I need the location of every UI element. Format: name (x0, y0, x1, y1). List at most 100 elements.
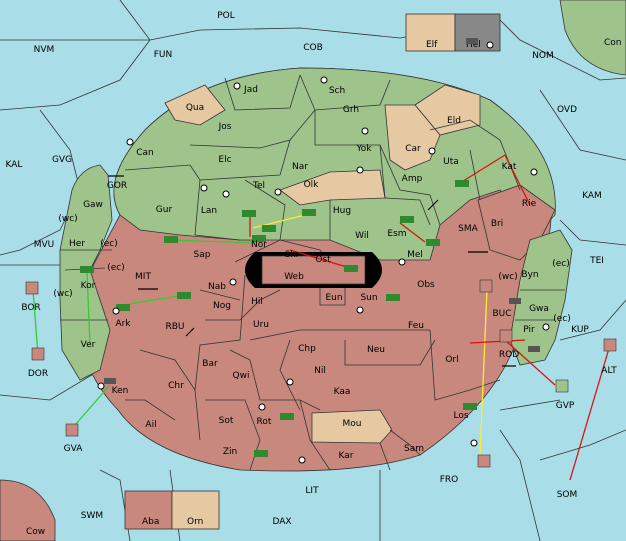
province-label[interactable]: Los (453, 411, 468, 421)
province-label[interactable]: Mel (407, 250, 423, 260)
province-label[interactable]: Orl (445, 355, 458, 365)
province-label[interactable]: Wil (355, 231, 369, 241)
province-label[interactable]: Kar (339, 451, 354, 461)
province-label[interactable]: Nog (213, 301, 231, 311)
province-label[interactable]: Kor (81, 281, 96, 291)
province-label[interactable]: Elc (218, 155, 231, 165)
sea-region-label[interactable]: BOR (21, 303, 40, 313)
sea-region-label[interactable]: MIT (135, 272, 151, 282)
province-label[interactable]: Her (69, 239, 85, 249)
province-label[interactable]: Ken (112, 386, 129, 396)
province-label[interactable]: Rot (257, 417, 272, 427)
province-label[interactable]: Web (284, 272, 304, 282)
province-label[interactable]: (ec) (552, 259, 570, 269)
province-label[interactable]: Neu (367, 345, 385, 355)
province-label[interactable]: Zin (223, 447, 237, 457)
sea-region-label[interactable]: KUP (571, 325, 589, 335)
province-label[interactable]: Sch (329, 86, 345, 96)
sea-region-label[interactable]: LIT (305, 486, 319, 496)
province-label[interactable]: Gur (156, 205, 173, 215)
province-label[interactable]: Nil (314, 366, 326, 376)
sea-region-label[interactable]: ALT (601, 366, 617, 376)
sea-region-label[interactable]: KAM (582, 191, 602, 201)
province-label[interactable]: Nor (251, 240, 267, 250)
sea-region-label[interactable]: POL (217, 11, 235, 21)
sea-region-label[interactable]: GVG (52, 155, 72, 165)
province-label[interactable]: Pir (523, 325, 535, 335)
sea-region-label[interactable]: GOR (107, 181, 127, 191)
province-label[interactable]: Sam (404, 444, 424, 454)
sea-region-label[interactable]: RBU (165, 322, 184, 332)
province-label[interactable]: Bri (491, 219, 503, 229)
sea-region-label[interactable]: SWM (81, 511, 103, 521)
province-label[interactable]: (ec) (100, 239, 118, 249)
province-label[interactable]: Jos (218, 122, 232, 132)
sea-region-label[interactable]: DOR (28, 369, 48, 379)
province-label[interactable]: Kaa (334, 387, 351, 397)
province-label[interactable]: Yok (355, 144, 372, 154)
sea-region-label[interactable]: BUC (492, 309, 511, 319)
province-label[interactable]: (ec) (107, 263, 125, 273)
province-label[interactable]: (ec) (553, 314, 571, 324)
province-label[interactable]: Eun (325, 293, 342, 303)
province-label[interactable]: Grh (343, 105, 359, 115)
province-label[interactable]: (wc) (53, 289, 72, 299)
province-label[interactable]: Can (136, 148, 154, 158)
province-label[interactable]: Feu (408, 321, 424, 331)
sea-region-label[interactable]: TEI (589, 256, 604, 266)
province-label[interactable]: Mou (343, 419, 362, 429)
sea-region-label[interactable]: MVU (34, 240, 55, 250)
province-label[interactable]: Tel (252, 181, 265, 191)
province-label[interactable]: Gwa (529, 304, 549, 314)
province-label[interactable]: Nab (208, 282, 226, 292)
province-label[interactable]: Sap (194, 250, 211, 260)
province-label[interactable]: Hil (251, 297, 263, 307)
province-label[interactable]: Sun (360, 293, 377, 303)
province-label[interactable]: Gaw (83, 200, 103, 210)
province-label[interactable]: Qwi (233, 371, 250, 381)
province-label[interactable]: Nar (292, 162, 308, 172)
province-label[interactable]: Chr (168, 381, 184, 391)
province-label[interactable]: Uru (253, 320, 269, 330)
province-label[interactable]: Skr (285, 250, 300, 260)
province-label[interactable]: Ail (145, 420, 156, 430)
sea-region-label[interactable]: KAL (6, 160, 23, 170)
province-label[interactable]: Lan (201, 206, 217, 216)
province-label[interactable]: Ost (315, 255, 331, 265)
province-label[interactable]: Jad (243, 85, 258, 95)
province-label[interactable]: Esm (387, 229, 406, 239)
sea-region-label[interactable]: SMA (458, 224, 478, 234)
province-label[interactable]: Byn (521, 270, 538, 280)
fleet-unit (104, 378, 116, 384)
sea-region-label[interactable]: ROD (499, 350, 519, 360)
sea-region-label[interactable]: GVP (556, 401, 575, 411)
province-label[interactable]: Sot (219, 416, 234, 426)
province-label[interactable]: Amp (402, 174, 423, 184)
province-label[interactable]: Rie (522, 199, 537, 209)
province-label[interactable]: Bar (202, 359, 218, 369)
sea-region-label[interactable]: NVM (34, 45, 55, 55)
province-label[interactable]: Obs (417, 280, 435, 290)
province-label[interactable]: Ver (81, 340, 96, 350)
sea-region-label[interactable]: COB (303, 43, 323, 53)
province-label[interactable]: (wc) (58, 214, 77, 224)
sea-region-label[interactable]: OVD (557, 105, 577, 115)
province-label[interactable]: Olk (304, 180, 320, 190)
sea-region-label[interactable]: NOM (532, 51, 554, 61)
province-label[interactable]: (wc) (498, 272, 517, 282)
province-label[interactable]: Ark (115, 319, 131, 329)
army-unit (426, 239, 440, 246)
sea-region-label[interactable]: DAX (272, 517, 291, 527)
province-label[interactable]: Qua (186, 103, 204, 113)
province-label[interactable]: Chp (298, 344, 316, 354)
province-label[interactable]: Uta (443, 157, 459, 167)
sea-region-label[interactable]: SOM (557, 490, 578, 500)
province-label[interactable]: Eld (447, 116, 461, 126)
sea-region-label[interactable]: FRO (440, 475, 459, 485)
province-label[interactable]: Kat (502, 162, 517, 172)
province-label[interactable]: Hug (333, 206, 351, 216)
sea-region-label[interactable]: GVA (64, 444, 84, 454)
sea-region-label[interactable]: FUN (154, 50, 173, 60)
fleet-unit (528, 346, 540, 352)
province-label[interactable]: Car (405, 144, 421, 154)
